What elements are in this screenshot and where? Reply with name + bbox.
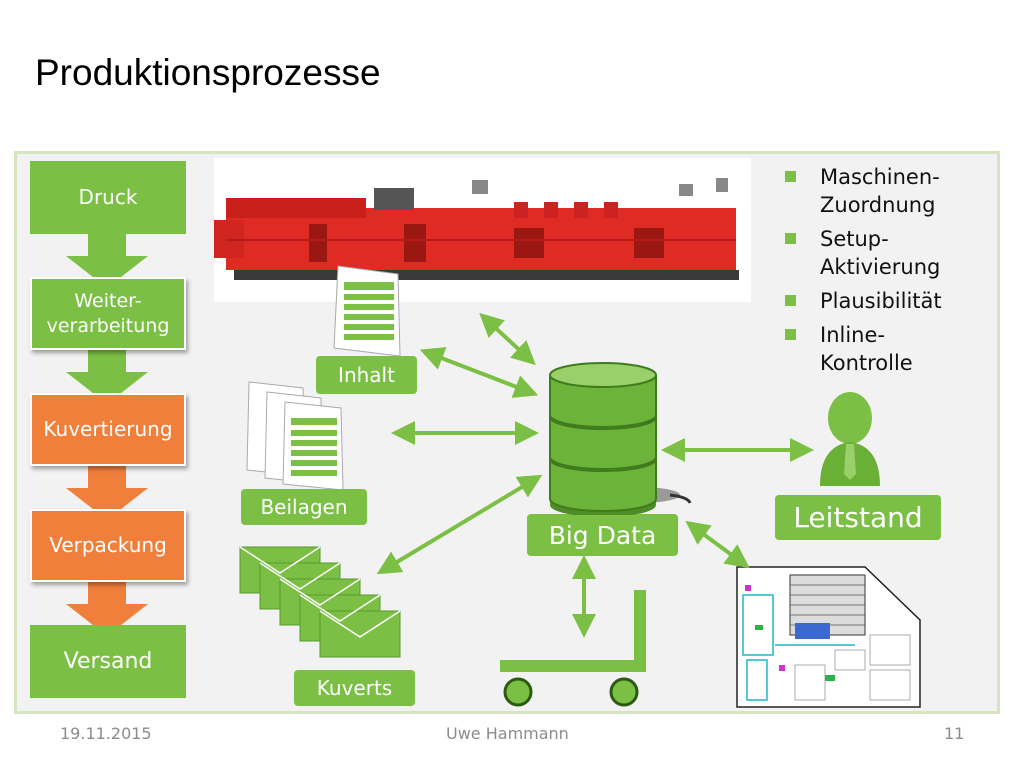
document-stack-icon [333, 265, 401, 357]
floor-plan-icon [736, 566, 921, 708]
footer-author: Uwe Hammann [446, 724, 569, 743]
inserter-machine-icon [214, 178, 739, 280]
bullet-item: Maschinen- Zuordnung [785, 163, 985, 219]
database-icon [549, 362, 692, 515]
process-arrow-4 [66, 578, 148, 636]
page-title: Produktionsprozesse [35, 52, 381, 93]
label-big-data: Big Data [527, 514, 678, 556]
footer-date: 19.11.2015 [60, 724, 152, 743]
process-arrows [66, 230, 148, 636]
step-verpackung: Verpackung [30, 509, 186, 582]
arrow-kuverts-db [376, 474, 543, 575]
arrow-inhalt-db [419, 347, 539, 398]
bullet-item: Setup- Aktivierung [785, 225, 985, 281]
bullet-square-icon [785, 329, 796, 340]
label-inhalt: Inhalt [316, 356, 417, 394]
person-icon [820, 392, 880, 486]
footer-page-number: 11 [944, 724, 965, 743]
step-weiterverarbeitung: Weiter- verarbeitung [30, 277, 186, 350]
envelope-icon [239, 546, 401, 658]
bullet-item: Plausibilität [785, 287, 985, 315]
bullet-square-icon [785, 233, 796, 244]
label-beilagen: Beilagen [241, 489, 367, 525]
label-leitstand: Leitstand [775, 495, 941, 540]
bullet-item: Inline- Kontrolle [785, 321, 985, 377]
label-kuverts: Kuverts [294, 670, 415, 706]
machine-photo [214, 158, 751, 302]
bullet-square-icon [785, 295, 796, 306]
process-arrow-2 [66, 346, 148, 404]
step-versand: Versand [30, 625, 186, 698]
step-druck: Druck [30, 161, 186, 234]
process-arrow-3 [66, 462, 148, 520]
arrow-db-floorplan [685, 520, 750, 569]
forklift-icon [500, 590, 646, 707]
arrow-machine-db [479, 312, 536, 366]
leaflets-icon [246, 381, 344, 491]
step-kuvertierung: Kuvertierung [30, 393, 186, 466]
process-arrow-1 [66, 230, 148, 288]
bullet-list: Maschinen- Zuordnung Setup- Aktivierung … [785, 163, 985, 383]
bullet-square-icon [785, 171, 796, 182]
